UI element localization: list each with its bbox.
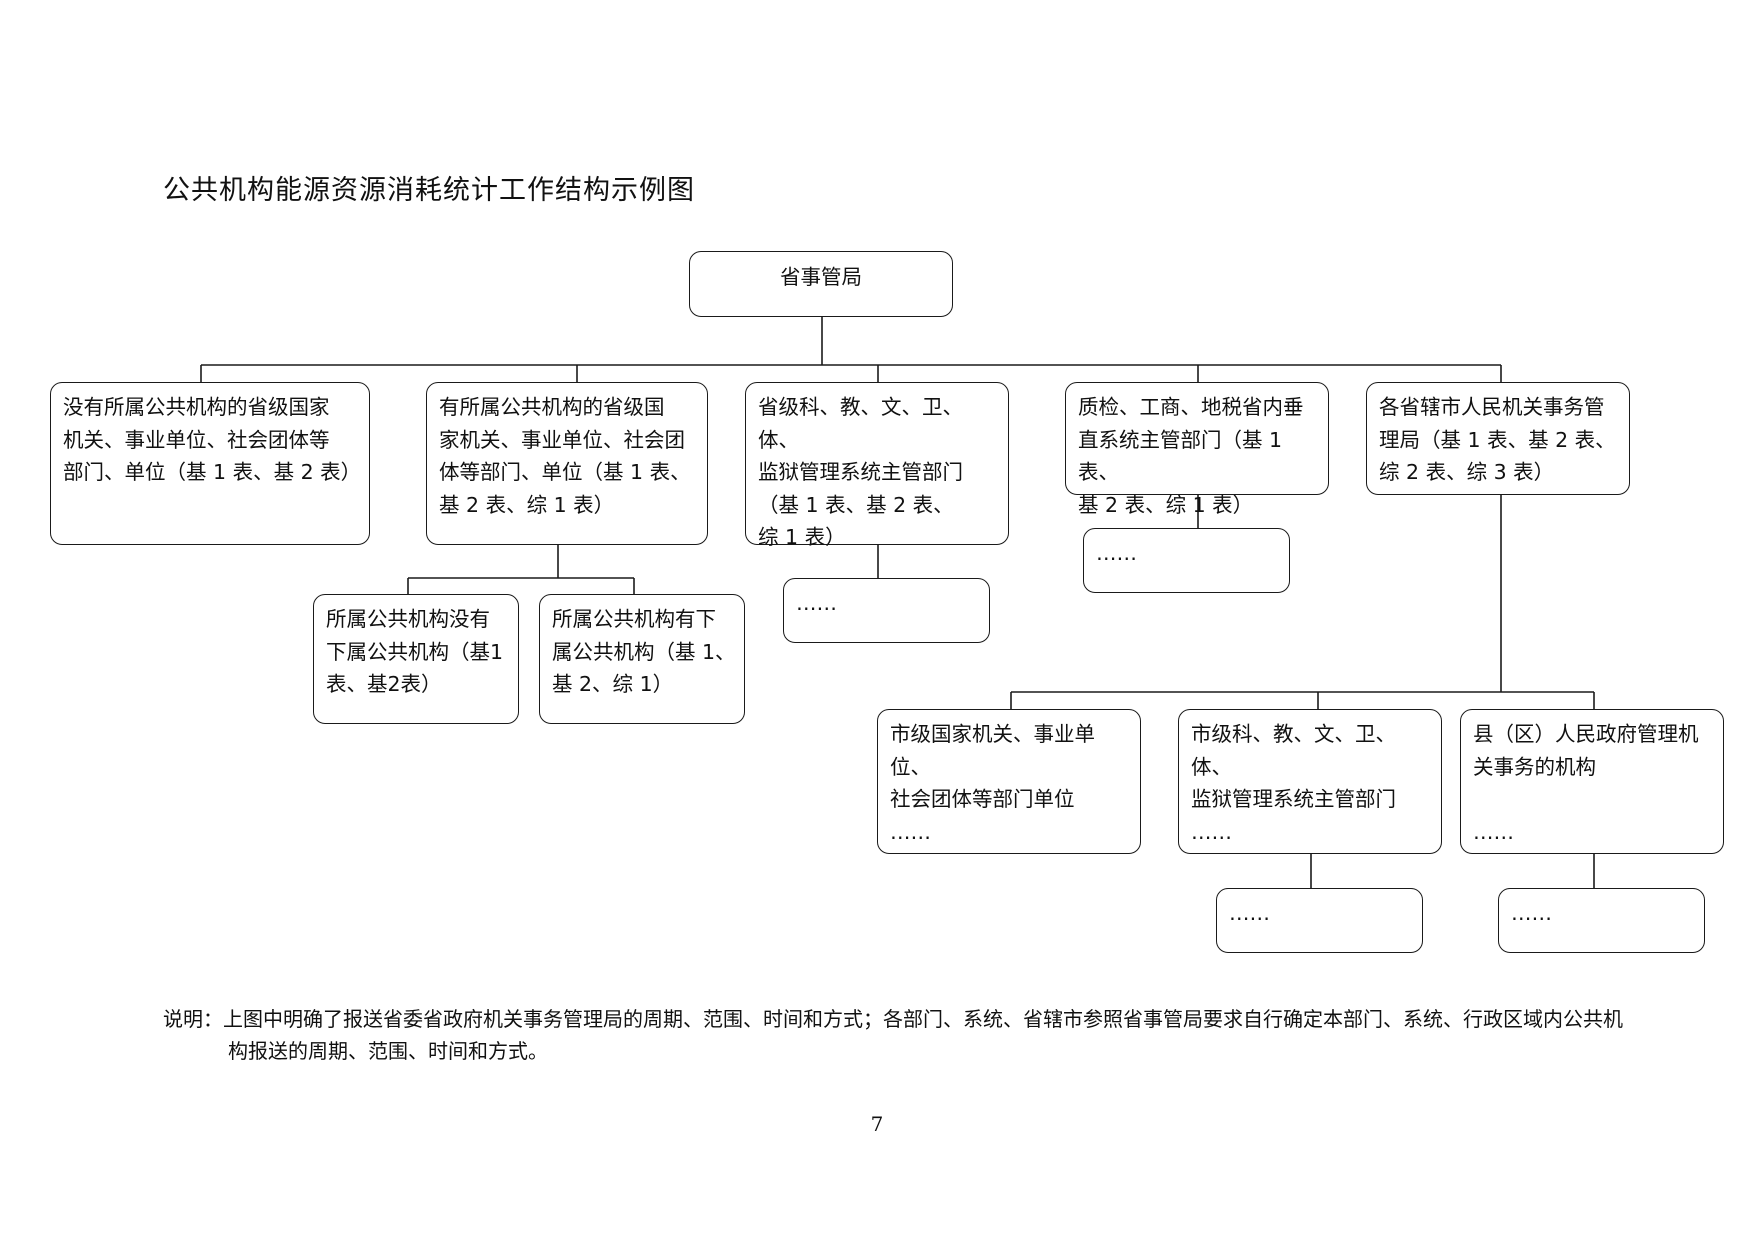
node-vertical-system-departments: 质检、工商、地税省内垂 直系统主管部门（基 1 表、 基 2 表、综 1 表） (1065, 382, 1329, 517)
node-system-ellipsis: …… (783, 578, 990, 643)
node-city-agencies: 市级国家机关、事业单位、 社会团体等部门单位 …… (877, 709, 1141, 854)
node-provincial-system-departments: 省级科、教、文、卫、体、 监狱管理系统主管部门 （基 1 表、基 2 表、 综 … (745, 382, 1009, 549)
node-subordinate-without-children: 所属公共机构没有 下属公共机构（基1 表、基2表） (313, 594, 519, 724)
node-provincial-no-subordinate: 没有所属公共机构的省级国家 机关、事业单位、社会团体等 部门、单位（基 1 表、… (50, 382, 370, 545)
node-city-system-departments: 市级科、教、文、卫、体、 监狱管理系统主管部门 …… (1178, 709, 1442, 854)
node-county-affairs-agencies: 县（区）人民政府管理机 关事务的机构 …… (1460, 709, 1724, 854)
node-county-ellipsis: …… (1498, 888, 1705, 953)
node-provincial-with-subordinate: 有所属公共机构的省级国 家机关、事业单位、社会团 体等部门、单位（基 1 表、 … (426, 382, 708, 545)
node-city-system-ellipsis: …… (1216, 888, 1423, 953)
node-vertical-ellipsis: …… (1083, 528, 1290, 593)
node-city-affairs-bureau: 各省辖市人民机关事务管 理局（基 1 表、基 2 表、 综 2 表、综 3 表） (1366, 382, 1630, 495)
diagram-title: 公共机构能源资源消耗统计工作结构示例图 (163, 175, 695, 206)
page-number: 7 (870, 1112, 884, 1136)
node-root: 省事管局 (689, 251, 953, 317)
node-subordinate-with-children: 所属公共机构有下 属公共机构（基 1、 基 2、综 1） (539, 594, 745, 724)
explanation-note: 说明：上图中明确了报送省委省政府机关事务管理局的周期、范围、时间和方式；各部门、… (163, 1007, 1623, 1063)
